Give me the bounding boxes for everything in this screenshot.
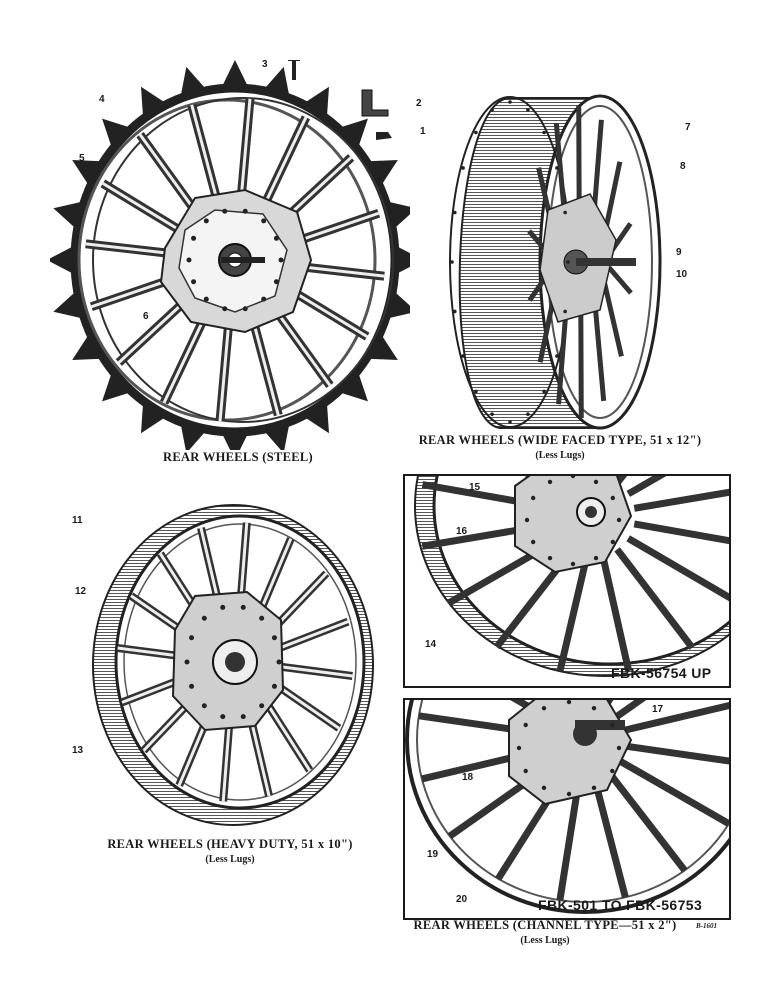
wide-caption-title: REAR WHEELS (WIDE FACED TYPE, 51 x 12") (418, 433, 702, 447)
callout-11: 11 (72, 515, 83, 526)
heavy-caption: REAR WHEELS (HEAVY DUTY, 51 x 10") (Less… (60, 837, 400, 865)
heavy-duty-wheel-drawing (92, 504, 374, 826)
fbk-56754-wheel-drawing (414, 476, 729, 677)
channel-caption-title: REAR WHEELS (CHANNEL TYPE—51 x 2") (413, 918, 677, 932)
callout-10: 10 (676, 269, 688, 280)
heavy-caption-title: REAR WHEELS (HEAVY DUTY, 51 x 10") (107, 837, 353, 851)
callout-13: 13 (72, 745, 84, 756)
fbk-56754-up-panel (403, 474, 731, 688)
fbk-56754-up-label: FBK-56754 UP (611, 665, 712, 681)
callout-15: 15 (469, 482, 481, 493)
callout-3: 3 (262, 59, 268, 70)
clip-part (361, 89, 389, 117)
steel-wheel-illustration (50, 60, 410, 450)
callout-1: 1 (420, 126, 426, 137)
callout-2: 2 (416, 98, 422, 109)
channel-caption-sub: (Less Lugs) (520, 935, 570, 946)
steel-caption: REAR WHEELS (STEEL) (163, 450, 313, 464)
callout-6: 6 (143, 311, 149, 322)
steel-wheel-drawing (50, 60, 410, 450)
wide-caption: REAR WHEELS (WIDE FACED TYPE, 51 x 12") … (380, 433, 740, 461)
callout-20: 20 (456, 894, 468, 905)
wide-faced-wheel-drawing (449, 94, 662, 430)
channel-caption: REAR WHEELS (CHANNEL TYPE—51 x 2") (Less… (395, 918, 695, 946)
nut-part (376, 132, 392, 140)
bolt-part (288, 60, 300, 80)
callout-18: 18 (462, 772, 474, 783)
wide-caption-sub: (Less Lugs) (535, 450, 585, 461)
plate-number: B-1601 (696, 922, 717, 930)
callout-14: 14 (425, 639, 437, 650)
fbk-501-to-56753-panel (403, 698, 731, 920)
callout-4: 4 (99, 94, 105, 105)
wide-faced-wheel-illustration (440, 90, 680, 435)
callout-16: 16 (456, 526, 468, 537)
callout-5: 5 (79, 153, 85, 164)
callout-12: 12 (75, 586, 87, 597)
callout-17: 17 (652, 704, 664, 715)
fbk-501-label: FBK-501 TO FBK-56753 (538, 897, 703, 913)
callout-8: 8 (680, 161, 686, 172)
callout-19: 19 (427, 849, 439, 860)
callout-7: 7 (685, 122, 691, 133)
fbk-501-wheel-drawing (405, 700, 729, 914)
heavy-caption-sub: (Less Lugs) (205, 854, 255, 865)
callout-9: 9 (676, 247, 682, 258)
heavy-duty-wheel-illustration (75, 500, 375, 830)
